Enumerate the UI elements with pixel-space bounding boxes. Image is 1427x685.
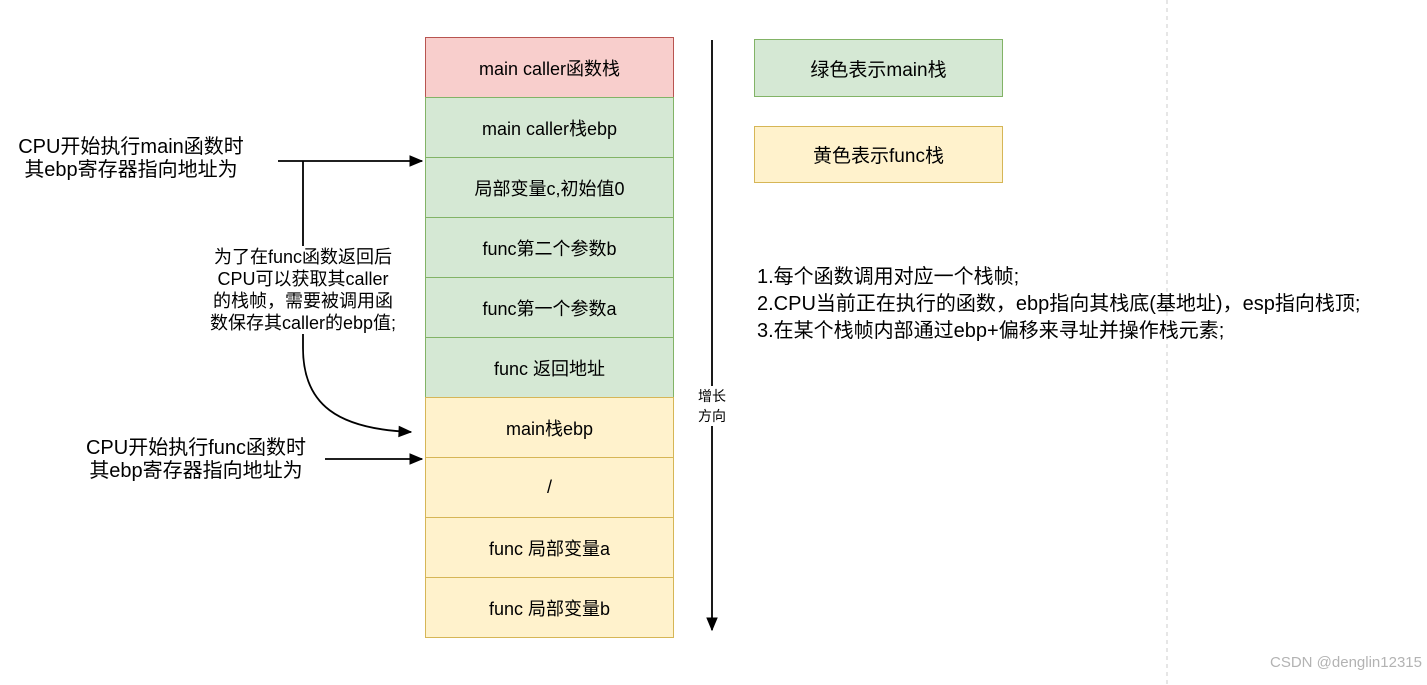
growth-direction-label: 增长 方向 [690, 386, 734, 426]
annotation-main-ebp: CPU开始执行main函数时 其ebp寄存器指向地址为 [0, 136, 262, 182]
arrow-saved-ebp [302, 161, 411, 432]
stack-cell: main caller函数栈 [425, 37, 674, 98]
stack-cell: func 返回地址 [425, 337, 674, 398]
growth-label-line: 增长 [698, 388, 726, 404]
annotation-line: 为了在func函数返回后 [213, 247, 393, 267]
notes-list: 1.每个函数调用对应一个栈帧; 2.CPU当前正在执行的函数，ebp指向其栈底(… [757, 264, 1360, 345]
stack-cell: func第二个参数b [425, 217, 674, 278]
annotation-func-ebp: CPU开始执行func函数时 其ebp寄存器指向地址为 [36, 437, 356, 483]
annotation-line: CPU可以获取其caller [217, 269, 389, 289]
note-item: 3.在某个栈帧内部通过ebp+偏移来寻址并操作栈元素; [757, 320, 1225, 342]
annotation-line: CPU开始执行func函数时 [85, 437, 307, 459]
annotation-line: 其ebp寄存器指向地址为 [24, 159, 238, 181]
stack-cell: / [425, 457, 674, 518]
annotation-line: 数保存其caller的ebp值; [209, 313, 397, 333]
stack-cell: main caller栈ebp [425, 97, 674, 158]
growth-label-line: 方向 [698, 408, 726, 424]
stack-cell: func第一个参数a [425, 277, 674, 338]
watermark: CSDN @denglin12315 [1270, 654, 1422, 671]
note-item: 1.每个函数调用对应一个栈帧; [757, 266, 1020, 288]
note-item: 2.CPU当前正在执行的函数，ebp指向其栈底(基地址)，esp指向栈顶; [757, 293, 1361, 315]
annotation-saved-ebp: 为了在func函数返回后 CPU可以获取其caller 的栈帧，需要被调用函 数… [197, 246, 409, 334]
legend-main-stack: 绿色表示main栈 [754, 39, 1003, 97]
stack-cell: func 局部变量b [425, 577, 674, 638]
stack-cell: func 局部变量a [425, 517, 674, 578]
stack-cell: 局部变量c,初始值0 [425, 157, 674, 218]
legend-main-stack-label: 绿色表示main栈 [810, 59, 947, 81]
stack-cell: main栈ebp [425, 397, 674, 458]
annotation-line: CPU开始执行main函数时 [18, 136, 244, 158]
annotation-line: 其ebp寄存器指向地址为 [89, 460, 303, 482]
legend-func-stack: 黄色表示func栈 [754, 126, 1003, 183]
annotation-line: 的栈帧，需要被调用函 [213, 291, 393, 311]
legend-func-stack-label: 黄色表示func栈 [813, 146, 944, 167]
